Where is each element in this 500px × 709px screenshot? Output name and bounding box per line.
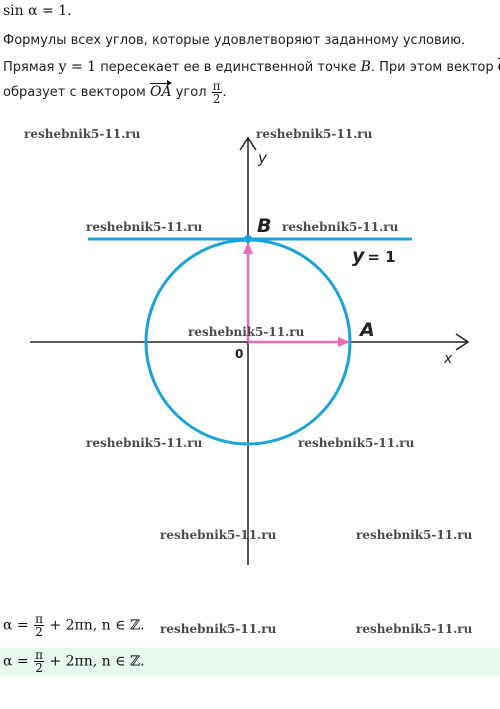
text-segment: . При этом вектор: [370, 60, 494, 75]
point-a-label: A: [358, 319, 375, 341]
watermark: reshebnik5-11.ru: [298, 436, 415, 450]
point-name: B: [360, 59, 371, 75]
text-segment: пересекает ее в единственной точке: [100, 60, 357, 75]
watermark: reshebnik5-11.ru: [356, 528, 473, 542]
y-axis-arrow-icon: [239, 136, 257, 151]
text-segment: Прямая: [3, 60, 55, 75]
vector-oa: OA: [149, 80, 172, 100]
x-axis-arrow-icon: [455, 333, 470, 351]
point-b-dot: [244, 235, 252, 243]
watermark: reshebnik5-11.ru: [160, 622, 277, 636]
watermark: reshebnik5-11.ru: [86, 220, 203, 234]
unit-circle-diagram: y x 0 A B y= 1: [30, 136, 470, 565]
task-statement: Формулы всех углов, которые удовлетворяю…: [3, 33, 466, 48]
line-equation-label: y= 1: [352, 245, 396, 267]
vector-ob: OB: [497, 58, 500, 75]
watermark: reshebnik5-11.ru: [256, 127, 373, 141]
watermark: reshebnik5-11.ru: [24, 127, 141, 141]
origin-label: 0: [235, 347, 243, 361]
text-segment: образует с вектором: [3, 85, 146, 100]
vector-ob-arrowhead-icon: [243, 242, 253, 254]
condition-formula: sin α = 1.: [3, 3, 72, 19]
point-b-label: B: [257, 215, 271, 237]
text-segment: .: [222, 85, 227, 100]
equation: y = 1: [58, 59, 97, 75]
explanation-line-1: Прямая y = 1 пересекает ее в единственно…: [3, 58, 500, 75]
watermark: reshebnik5-11.ru: [356, 622, 473, 636]
vector-oa-arrowhead-icon: [338, 337, 350, 347]
y-axis-label: y: [257, 149, 268, 167]
watermark: reshebnik5-11.ru: [188, 325, 305, 339]
text-segment: угол: [175, 85, 207, 100]
answer-highlight-box: [0, 648, 500, 676]
x-axis-label: x: [443, 351, 453, 367]
watermark: reshebnik5-11.ru: [282, 220, 399, 234]
watermark: reshebnik5-11.ru: [160, 528, 277, 542]
watermark: reshebnik5-11.ru: [86, 436, 203, 450]
